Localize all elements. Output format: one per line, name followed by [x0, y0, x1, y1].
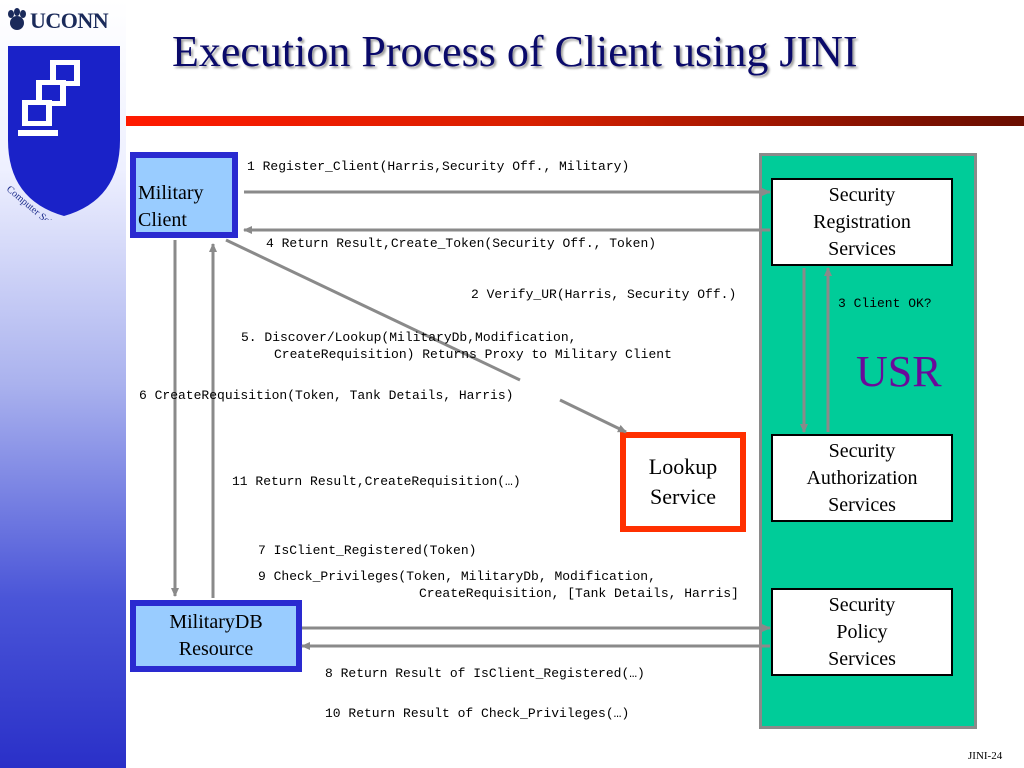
- message-4: 4 Return Result,Create_Token(Security Of…: [266, 236, 657, 251]
- node-line: Services: [828, 493, 896, 516]
- message-1: 1 Register_Client(Harris,Security Off., …: [247, 159, 630, 174]
- message-8: 8 Return Result of IsClient_Registered(……: [325, 666, 645, 681]
- message-2: 2 Verify_UR(Harris, Security Off.): [471, 287, 737, 302]
- arrow-5-to-lookup: [559, 398, 627, 434]
- node-line: Security: [828, 593, 896, 616]
- usr-label: USR: [856, 347, 942, 396]
- node-line: Service: [650, 484, 716, 509]
- lookup-service-box: Lookup Service: [620, 432, 746, 532]
- node-line: Services: [828, 237, 896, 260]
- message-5-line-2: CreateRequisition) Returns Proxy to Mili…: [274, 347, 672, 362]
- node-line: Registration: [813, 210, 911, 233]
- security-policy-services-box: Security Policy Services: [771, 588, 953, 676]
- node-line: Lookup: [648, 454, 718, 479]
- message-5-line-1: 5. Discover/Lookup(MilitaryDb,Modificati…: [241, 330, 577, 345]
- message-9-line-1: 9 Check_Privileges(Token, MilitaryDb, Mo…: [258, 569, 656, 584]
- node-line: Security: [828, 439, 896, 462]
- message-9-line-2: CreateRequisition, [Tank Details, Harris…: [419, 586, 739, 601]
- militarydb-resource-box: MilitaryDB Resource: [130, 600, 302, 672]
- slide-number: JINI-24: [968, 750, 1003, 762]
- title-underline-bar: [126, 116, 1024, 126]
- message-10: 10 Return Result of Check_Privileges(…): [325, 706, 630, 721]
- page-title: Execution Process of Client using JINI: [172, 27, 858, 76]
- message-3: 3 Client OK?: [838, 296, 932, 311]
- node-line: Military: [138, 182, 204, 204]
- cse-department-seal-icon: Computer Science and Engineering: [4, 46, 120, 220]
- message-7: 7 IsClient_Registered(Token): [258, 543, 477, 558]
- node-line: Services: [828, 647, 896, 670]
- node-line: MilitaryDB: [169, 611, 263, 633]
- husky-paw-icon: [8, 8, 26, 30]
- university-logo-text: UCONN: [30, 8, 109, 33]
- node-line: Resource: [178, 638, 254, 660]
- node-line: Client: [138, 209, 187, 231]
- military-client-box: Military Client: [130, 152, 238, 238]
- arrow-5-discover-lookup: [225, 238, 521, 382]
- node-line: Policy: [836, 620, 888, 643]
- message-6: 6 CreateRequisition(Token, Tank Details,…: [139, 388, 514, 403]
- message-11: 11 Return Result,CreateRequisition(…): [232, 474, 521, 489]
- node-line: Authorization: [806, 466, 918, 489]
- node-line: Security: [828, 183, 896, 206]
- security-registration-services-box: Security Registration Services: [771, 178, 953, 266]
- security-authorization-services-box: Security Authorization Services: [771, 434, 953, 522]
